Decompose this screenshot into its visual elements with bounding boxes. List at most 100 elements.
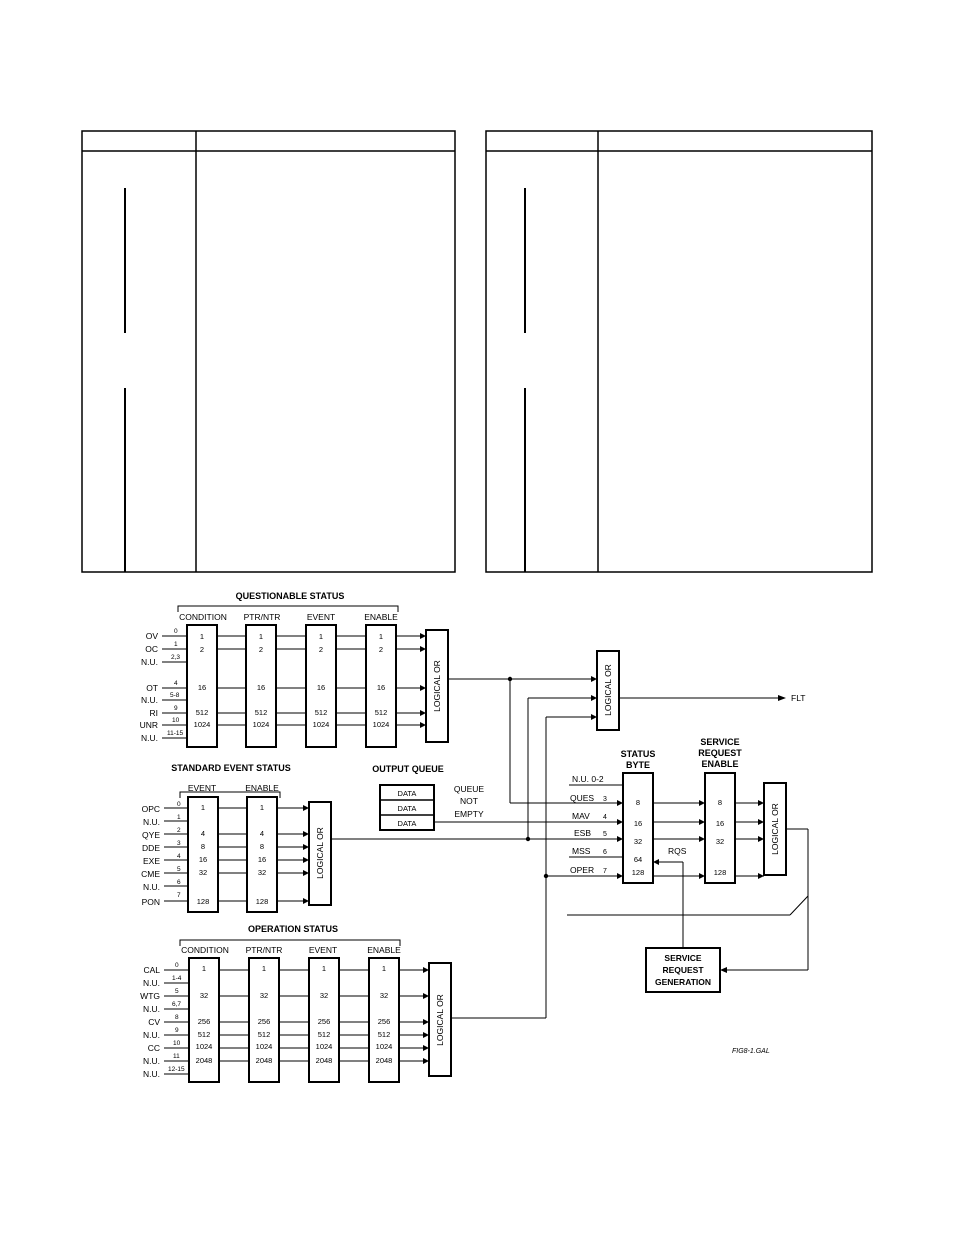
q-row-1-value-3: 2 [319,645,323,654]
op-row-5-value: 512 [198,1030,211,1039]
q-row-2-bit: 2,3 [171,654,180,661]
sb-row-3-label: ESB [574,828,591,838]
se-row-6-bit: 6 [177,879,181,886]
sre-or-label: LOGICAL OR [770,803,780,855]
operation-col-condition: CONDITION [181,945,229,955]
q-row-3-value: 16 [198,683,206,692]
service-request-enable-group: SERVICE REQUEST ENABLE 8 16 32 128 LOGIC… [653,737,787,884]
op-row-5-value-2: 512 [258,1030,271,1039]
srg-label-3: GENERATION [655,977,711,987]
se-row-0-value-2: 1 [260,803,264,812]
se-row-3-value: 8 [201,842,205,851]
q-row-1-value-2: 2 [259,645,263,654]
op-row-0-bit: 0 [175,962,179,969]
q-row-0-value-4: 1 [379,632,383,641]
q-row-6-value-3: 1024 [313,720,330,729]
se-row-2-label: QYE [142,830,160,840]
se-row-4-label: EXE [143,856,160,866]
q-row-5-value-4: 512 [375,708,388,717]
se-row-3-bit: 3 [177,840,181,847]
se-row-2-value-2: 4 [260,829,264,838]
op-row-4-value: 256 [198,1017,211,1026]
standard-event-col-event: EVENT [188,783,216,793]
questionable-or-label: LOGICAL OR [432,660,442,712]
output-queue-cell-1: DATA [398,789,417,798]
op-row-0-label: CAL [143,965,160,975]
se-row-3-value-2: 8 [260,842,264,851]
op-row-6-bit: 10 [173,1040,181,1047]
q-row-2-label: N.U. [141,657,158,667]
interconnect-arrows [507,676,727,973]
op-row-0-value-4: 1 [382,964,386,973]
op-row-2-value-2: 32 [260,991,268,1000]
q-row-4-bit: 5-8 [170,692,180,699]
q-row-0-value-2: 1 [259,632,263,641]
sb-row-2-label: MAV [572,811,590,821]
op-row-3-label: N.U. [143,1004,160,1014]
se-row-2-bit: 2 [177,827,181,834]
q-row-6-value-4: 1024 [373,720,390,729]
se-row-0-label: OPC [142,804,160,814]
output-queue-group: OUTPUT QUEUE DATA DATA DATA QUEUE NOT EM… [372,764,484,831]
operation-or-label: LOGICAL OR [435,994,445,1046]
sb-row-2-value: 16 [634,819,642,828]
op-row-4-value-3: 256 [318,1017,331,1026]
op-row-5-label: N.U. [143,1030,160,1040]
standard-event-or-label: LOGICAL OR [315,827,325,879]
se-row-5-value: 32 [199,868,207,877]
sre-title-2: REQUEST [698,748,742,758]
q-row-6-value: 1024 [194,720,211,729]
op-row-6-value-2: 1024 [256,1042,273,1051]
interconnect-wires [331,678,809,1019]
q-row-3-value-4: 16 [377,683,385,692]
sre-value-32: 32 [716,837,724,846]
op-row-1-label: N.U. [143,978,160,988]
q-row-1-value-4: 2 [379,645,383,654]
q-row-7-label: N.U. [141,733,158,743]
op-row-6-value-3: 1024 [316,1042,333,1051]
questionable-col-condition: CONDITION [179,612,227,622]
se-row-3-label: DDE [142,843,160,853]
q-row-5-value-3: 512 [315,708,328,717]
operation-col-event: EVENT [309,945,337,955]
se-row-5-value-2: 32 [258,868,266,877]
se-row-5-bit: 5 [177,866,181,873]
q-row-1-label: OC [145,644,158,654]
se-row-0-bit: 0 [177,801,181,808]
se-row-4-value-2: 16 [258,855,266,864]
q-row-7-bit: 11-15 [167,730,184,737]
sb-row-4-label: MSS [572,846,591,856]
se-row-5-label: CME [141,869,160,879]
q-row-6-bit: 10 [172,717,180,724]
standard-event-title: STANDARD EVENT STATUS [171,763,291,773]
op-row-2-value: 32 [200,991,208,1000]
op-row-6-value-4: 1024 [376,1042,393,1051]
figure-id: FIG8-1.GAL [732,1048,770,1055]
questionable-col-ptrntr: PTR/NTR [244,612,281,622]
op-row-4-bit: 8 [175,1014,179,1021]
se-row-1-bit: 1 [177,814,181,821]
standard-event-col-enable: ENABLE [245,783,279,793]
op-row-7-value: 2048 [196,1056,213,1065]
q-row-1-bit: 1 [174,641,178,648]
questionable-title: QUESTIONABLE STATUS [236,591,345,601]
op-row-2-label: WTG [140,991,160,1001]
operation-status-group: OPERATION STATUS CONDITION PTR/NTR EVENT… [140,924,452,1083]
q-row-5-label: RI [150,708,159,718]
table-left [81,130,456,573]
q-row-0-value-3: 1 [319,632,323,641]
output-queue-cell-2: DATA [398,804,417,813]
sre-value-128: 128 [714,868,727,877]
op-row-6-value: 1024 [196,1042,213,1051]
se-row-6-label: N.U. [143,882,160,892]
operation-title: OPERATION STATUS [248,924,338,934]
q-row-5-value-2: 512 [255,708,268,717]
flt-output-label: FLT [791,693,805,703]
sb-row-2-bit: 4 [603,814,607,821]
table-right [485,130,873,573]
q-row-0-bit: 0 [174,628,178,635]
questionable-status-group: QUESTIONABLE STATUS CONDITION PTR/NTR EV… [140,591,449,748]
se-row-7-bit: 7 [177,892,181,899]
se-row-2-value: 4 [201,829,205,838]
